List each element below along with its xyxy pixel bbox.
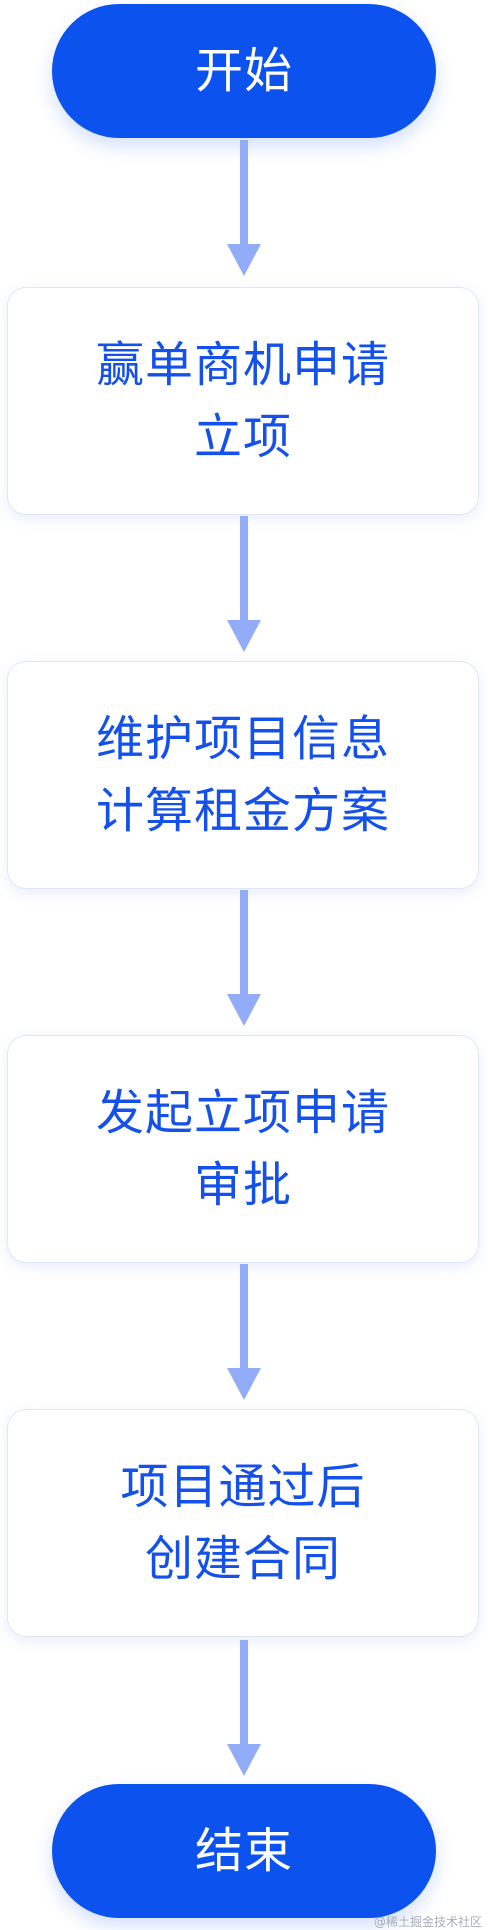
flow-arrow-2 (227, 516, 261, 652)
flow-arrow-5 (227, 1640, 261, 1776)
step-2-line-1: 维护项目信息 (95, 711, 390, 767)
step-1-line-2: 立项 (193, 409, 292, 465)
flow-arrow-4 (227, 1264, 261, 1400)
step-1-line-1: 赢单商机申请 (95, 337, 390, 393)
end-label: 结束 (194, 1823, 293, 1879)
start-label: 开始 (194, 43, 293, 99)
start-node: 开始 (52, 4, 436, 138)
step-node-3: 发起立项申请 审批 (8, 1036, 478, 1262)
step-3-line-1: 发起立项申请 (95, 1085, 390, 1141)
step-4-line-2: 创建合同 (144, 1531, 341, 1587)
step-2-line-2: 计算租金方案 (95, 783, 390, 839)
watermark: @稀土掘金技术社区 (373, 1915, 482, 1929)
step-node-4: 项目通过后 创建合同 (8, 1410, 478, 1636)
end-node: 结束 (52, 1784, 436, 1918)
flow-arrow-3 (227, 890, 261, 1026)
step-3-line-2: 审批 (193, 1157, 292, 1213)
flow-arrow-1 (227, 140, 261, 276)
step-node-2: 维护项目信息 计算租金方案 (8, 662, 478, 888)
step-node-1: 赢单商机申请 立项 (8, 288, 478, 514)
step-4-line-1: 项目通过后 (120, 1459, 366, 1515)
